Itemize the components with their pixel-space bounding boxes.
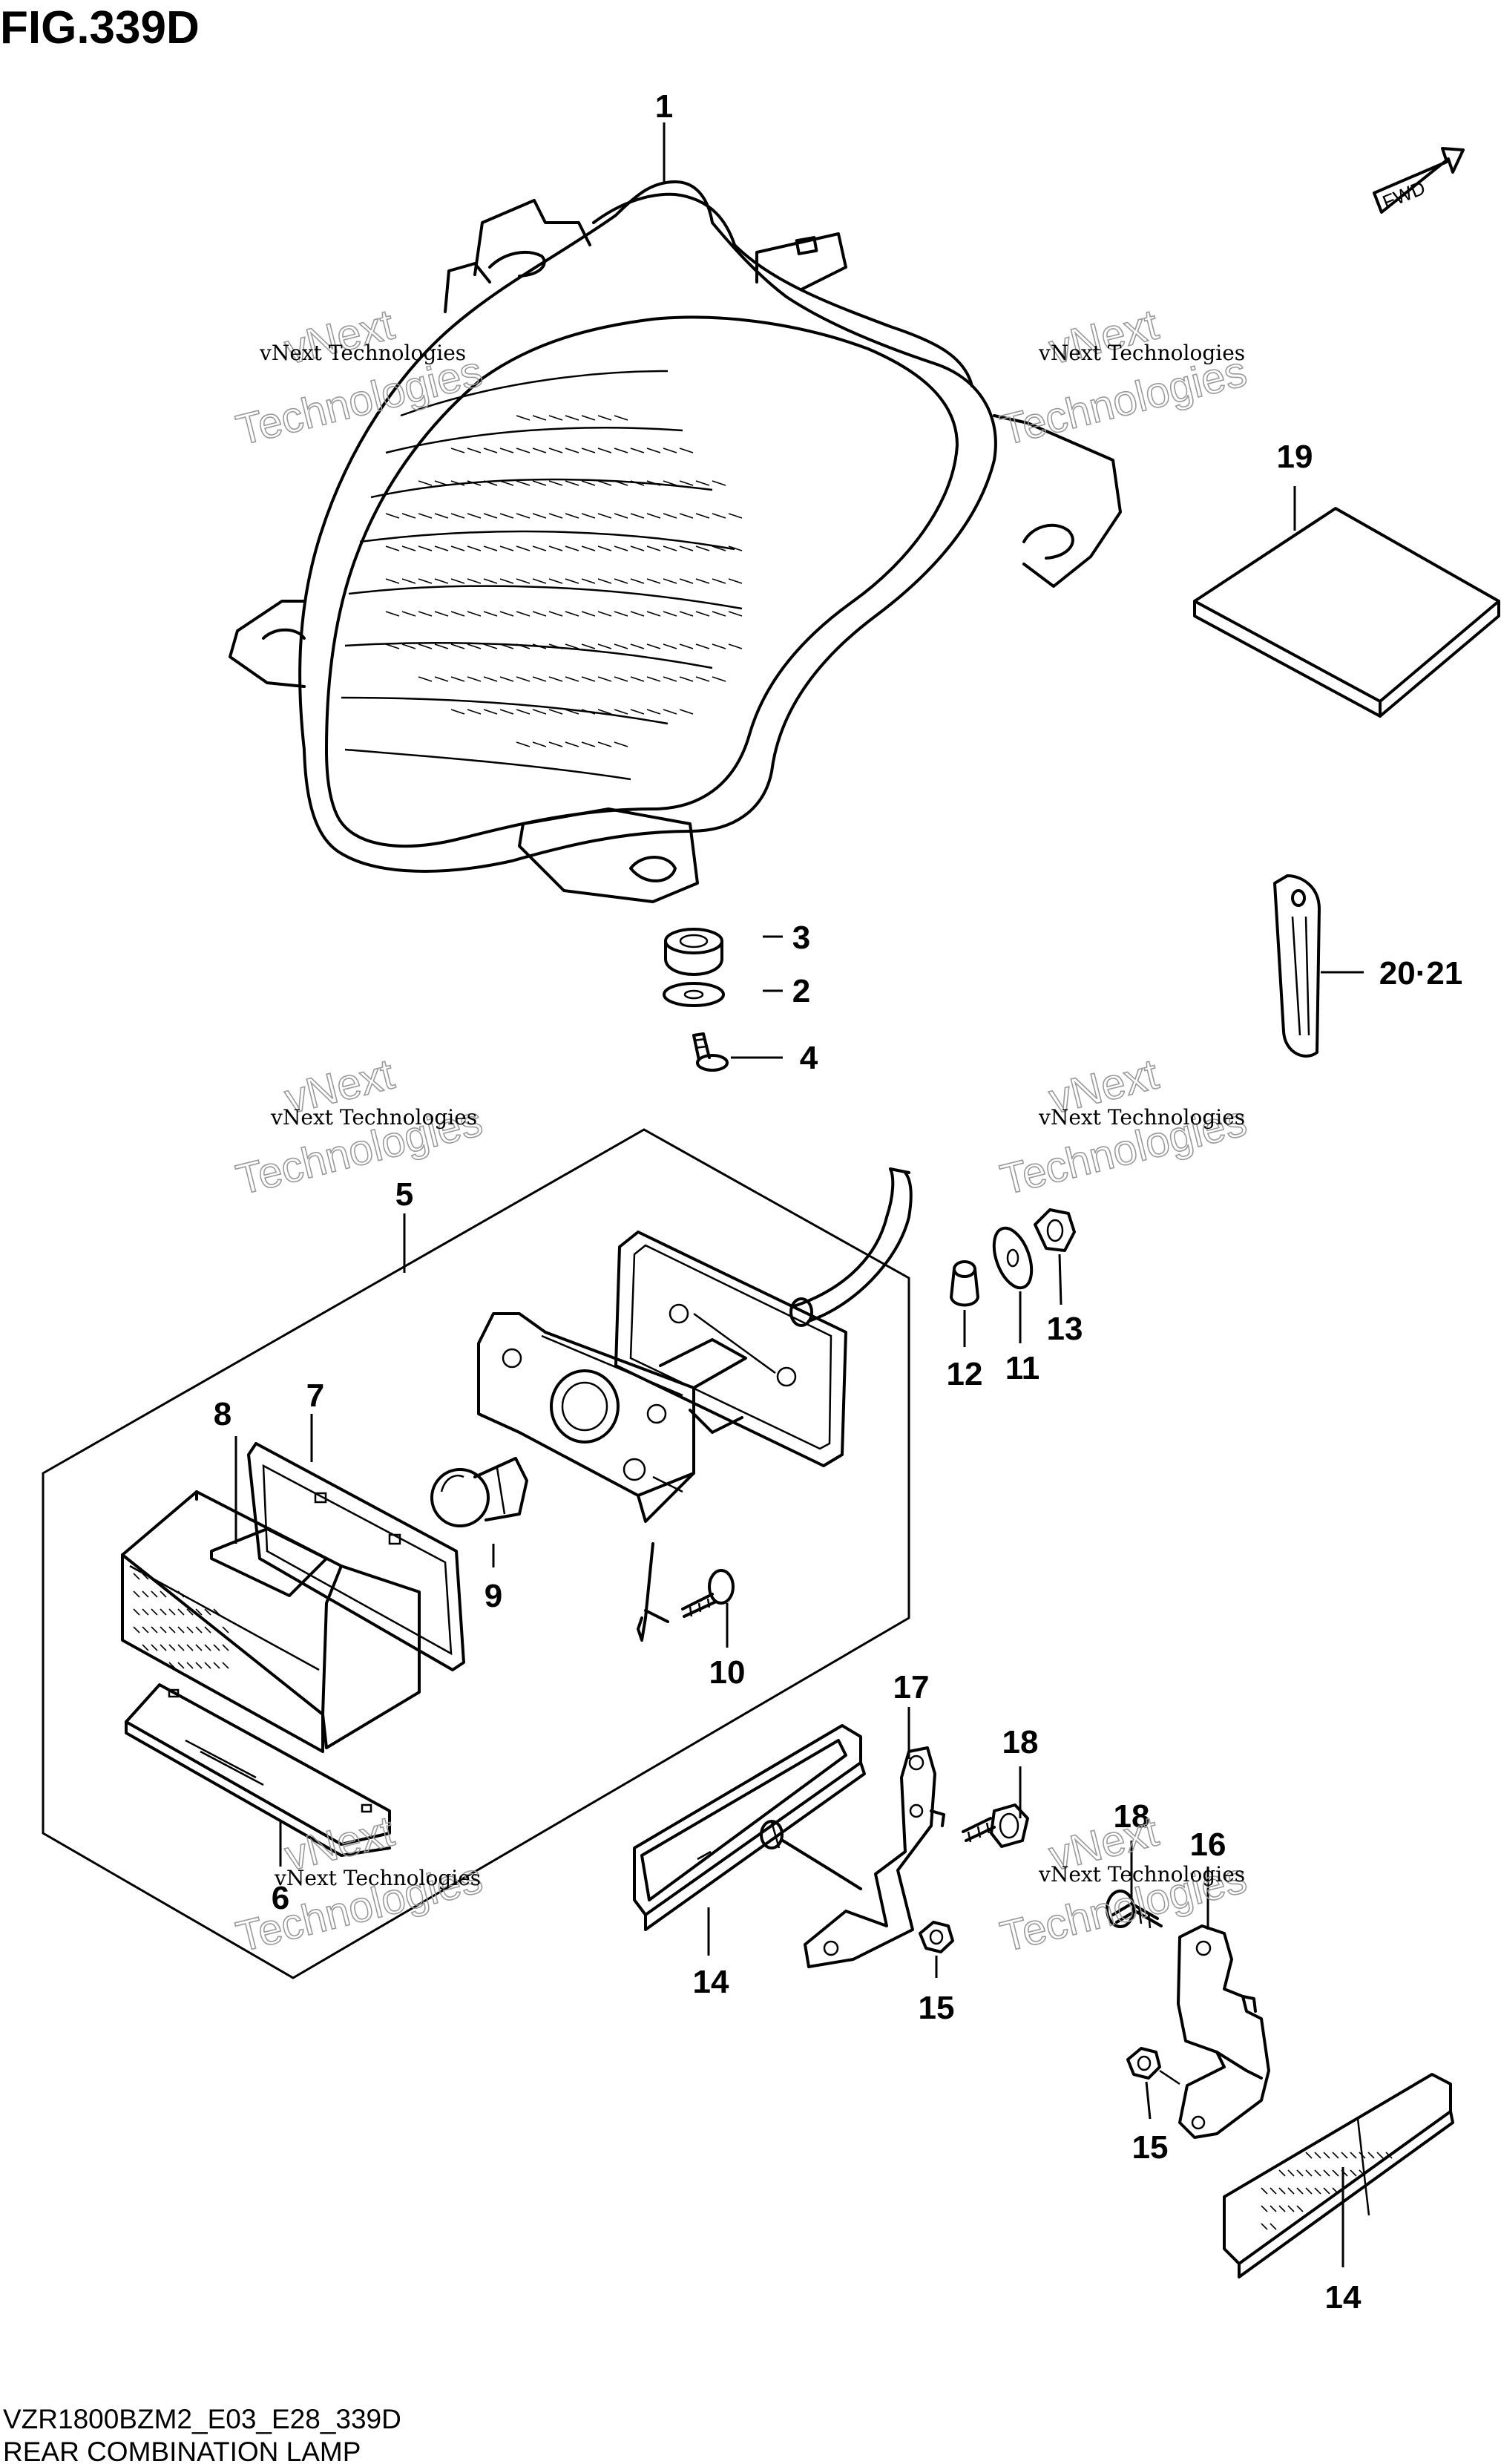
screw-part-10 [681, 1569, 735, 1618]
nut-part-13 [1034, 1208, 1076, 1252]
collar-part-12 [950, 1260, 979, 1307]
lamp-plate [614, 1167, 913, 1467]
nut-part-15-left [919, 1921, 954, 1953]
figure-title: FIG.339D [0, 2, 200, 53]
callout-20-21: 20·21 [1379, 955, 1463, 992]
figure-caption: REAR COMBINATION LAMP [3, 2437, 361, 2464]
watermark-small-top-left: vNext Technologies [259, 341, 466, 365]
model-code: VZR1800BZM2_E03_E28_339D [3, 2404, 401, 2434]
gasket-part-7 [247, 1442, 465, 1671]
bracket-part-17 [760, 1746, 945, 1968]
callout-4: 4 [800, 1040, 818, 1076]
reflector-part-6 [125, 1683, 391, 1857]
callout-15-left: 15 [919, 1990, 955, 2026]
callout-13: 13 [1047, 1311, 1083, 1347]
washer-part-2 [663, 982, 725, 1007]
fwd-label: FWD [1379, 177, 1428, 214]
callout-11: 11 [1005, 1350, 1040, 1386]
leader-lines [234, 122, 1364, 2267]
callout-14-right: 14 [1325, 2279, 1362, 2316]
callout-15-right: 15 [1132, 2129, 1169, 2166]
callout-17: 17 [893, 1669, 930, 1706]
callout-7: 7 [306, 1377, 324, 1414]
washer-part-11 [992, 1226, 1034, 1290]
watermark-small-top-right: vNext Technologies [1038, 341, 1245, 365]
tail-lamp-housing [229, 180, 1122, 903]
lamp-body-part-8 [121, 1490, 421, 1753]
bolt-part-18-lower [1106, 1890, 1163, 1929]
callout-1: 1 [655, 88, 673, 125]
bolt-part-18-upper [962, 1803, 1029, 1848]
watermark-small-mid-left: vNext Technologies [270, 1105, 477, 1130]
screw-part-4 [692, 1032, 729, 1072]
pad-part-19 [1193, 507, 1500, 718]
grommet-part-3 [664, 928, 723, 976]
socket-base [477, 1312, 695, 1642]
watermark-small-bottom-right: vNext Technologies [1038, 1862, 1245, 1887]
callouts: 1 3 2 4 5 8 7 9 10 12 11 13 19 20·21 6 1… [214, 88, 1463, 2316]
bulb-part-9 [430, 1457, 528, 1527]
callout-2: 2 [792, 973, 810, 1009]
nut-part-15-right [1126, 2047, 1180, 2085]
callout-5: 5 [395, 1176, 413, 1213]
fwd-arrow-icon: FWD [1373, 147, 1465, 214]
assembly-5-frame [42, 1128, 910, 1979]
callout-6: 6 [272, 1880, 289, 1916]
callout-10: 10 [709, 1654, 746, 1691]
callout-14-left: 14 [693, 1964, 729, 2000]
callout-12: 12 [947, 1356, 983, 1392]
callout-18-upper: 18 [1002, 1724, 1039, 1760]
callout-19: 19 [1277, 439, 1313, 475]
watermark-top-right: vNext Technologies [995, 300, 1252, 456]
callout-9: 9 [485, 1578, 502, 1614]
bracket-part-16 [1177, 1924, 1270, 2139]
band-part-20-21 [1273, 874, 1321, 1058]
callout-3: 3 [792, 920, 810, 956]
callout-16: 16 [1190, 1826, 1226, 1863]
reflector-part-14-right [1223, 2073, 1454, 2278]
callout-8: 8 [214, 1396, 231, 1432]
reflector-part-14-left [633, 1724, 866, 1931]
watermark-small-mid-right: vNext Technologies [1038, 1105, 1245, 1130]
watermark-small-bottom-left: vNext Technologies [274, 1866, 481, 1890]
callout-18-lower: 18 [1114, 1798, 1150, 1835]
